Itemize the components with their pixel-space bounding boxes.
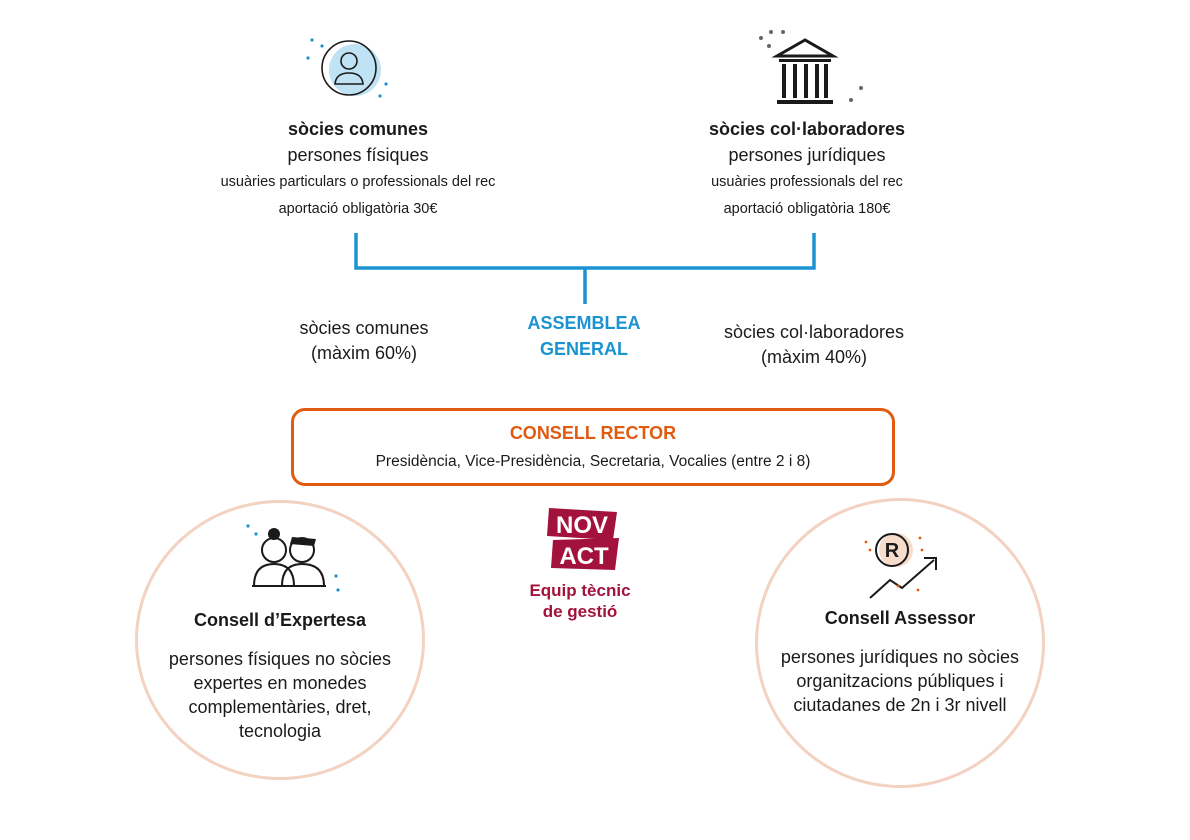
assemblea-title-line1: ASSEMBLEA [527,313,641,333]
assemblea-right-line2: (màxim 40%) [760,347,867,367]
institution-icon [755,26,865,108]
consell-assessor-circle [755,498,1045,788]
coin-letter: R [885,540,900,562]
two-people-icon [240,520,350,596]
socies-collaboradores-title: sòcies col·laboradores [708,119,906,139]
novact-logo: NOV ACT [545,506,621,572]
consell-expertesa-circle [135,500,425,780]
novact-logo-line2: ACT [559,543,609,570]
assemblea-right-line1: sòcies col·laboradores [723,322,905,342]
consell-expertesa-line: expertes en monedes [193,673,367,693]
assemblea-title-line2: GENERAL [539,339,628,359]
assemblea-title: ASSEMBLEA GENERAL [484,310,684,362]
socies-comunes-title: sòcies comunes [287,119,429,139]
consell-assessor-line: ciutadanes de 2n i 3r nivell [793,695,1007,715]
novact-label-line1: Equip tècnic [529,581,631,600]
consell-rector-box: CONSELL RECTOR Presidència, Vice-Presidè… [291,408,895,486]
consell-assessor-line: persones jurídiques no sòcies [780,647,1020,667]
consell-rector-text: Presidència, Vice-Presidència, Secretari… [375,453,811,470]
novact-label-line2: de gestió [542,602,618,621]
consell-expertesa-line: complementàries, dret, [188,697,372,717]
consell-expertesa-text: persones físiques no sòcies expertes en … [140,647,420,743]
person-icon [300,34,390,106]
growth-coin-icon: R [858,524,948,604]
assemblea-left-line2: (màxim 60%) [310,343,417,363]
assemblea-left-label: sòcies comunes (màxim 60%) [234,316,494,366]
socies-comunes-subtitle: persones físiques [287,145,429,165]
socies-comunes-block: sòcies comunes persones físiques usuàrie… [148,117,568,223]
socies-comunes-line2: aportació obligatòria 30€ [278,201,438,217]
consell-expertesa-line: persones físiques no sòcies [168,649,392,669]
novact-label: Equip tècnic de gestió [505,580,655,622]
socies-collaboradores-subtitle: persones jurídiques [728,145,886,165]
assemblea-left-line1: sòcies comunes [299,318,429,338]
consell-expertesa-title: Consell d’Expertesa [193,610,367,630]
consell-rector-title: CONSELL RECTOR [509,423,677,443]
novact-logo-line1: NOV [556,512,608,539]
assemblea-right-label: sòcies col·laboradores (màxim 40%) [684,320,944,370]
consell-assessor-title: Consell Assessor [824,608,976,628]
consell-assessor-line: organitzacions públiques i [796,671,1004,691]
consell-expertesa-line: tecnologia [238,721,322,741]
socies-comunes-line1: usuàries particulars o professionals del… [220,174,496,190]
consell-assessor-text: persones jurídiques no sòcies organitzac… [760,645,1040,717]
socies-collaboradores-block: sòcies col·laboradores persones jurídiqu… [597,117,1017,223]
socies-collaboradores-line1: usuàries professionals del rec [711,174,903,190]
socies-collaboradores-line2: aportació obligatòria 180€ [723,201,891,217]
